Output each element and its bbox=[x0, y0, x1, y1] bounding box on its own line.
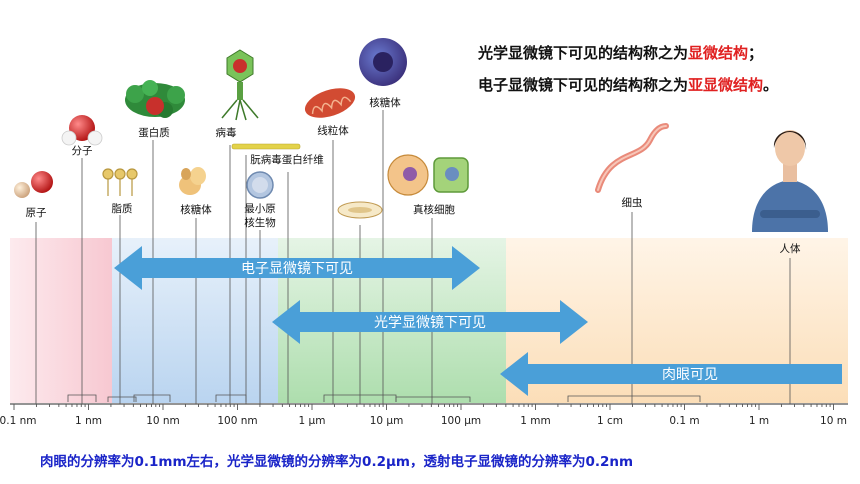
atom-icon bbox=[14, 171, 53, 198]
electron-microscope-arrow: 电子显微镜下可见 bbox=[114, 246, 480, 290]
caption-electron: 电子显微镜下可见的结构称之为亚显微结构。 bbox=[478, 74, 778, 95]
label-prion: 朊病毒蛋白纤维 bbox=[250, 153, 324, 166]
person-icon bbox=[752, 130, 828, 232]
axis-tick-label: 1 cm bbox=[597, 415, 623, 427]
axis-tick-label: 100 nm bbox=[217, 415, 257, 427]
axis-tick-labels: 0.1 nm 1 nm 10 nm 100 nm 1 μm 10 μm 100 μm 1 mm… bbox=[0, 415, 847, 427]
axis-tick-label: 10 nm bbox=[146, 415, 180, 427]
label-atom: 原子 bbox=[26, 207, 47, 219]
eye-arrow-label: 肉眼可见 bbox=[662, 367, 718, 383]
caption-electron-prefix: 电子显微镜下可见的结构称之为 bbox=[478, 76, 689, 94]
label-protein: 蛋白质 bbox=[138, 126, 170, 139]
label-worm: 细虫 bbox=[622, 196, 643, 209]
label-min-prokaryote-2: 核生物 bbox=[244, 216, 276, 229]
axis-tick-label: 0.1 nm bbox=[0, 415, 36, 427]
prion-fiber-icon bbox=[231, 143, 301, 150]
animal-cell-icon bbox=[387, 154, 429, 196]
axis-tick-label: 100 μm bbox=[441, 415, 481, 427]
band-pink bbox=[10, 238, 112, 403]
caption-optical-highlight: 显微结构 bbox=[688, 44, 749, 62]
caption-electron-suffix: 。 bbox=[763, 76, 779, 94]
plant-cell-icon bbox=[433, 157, 469, 193]
axis-tick-label: 0.1 m bbox=[669, 415, 699, 427]
molecule-icon bbox=[61, 115, 103, 146]
optical-arrow-shape bbox=[272, 300, 588, 344]
label-virus: 病毒 bbox=[216, 126, 237, 139]
bacterium-icon bbox=[337, 201, 383, 219]
protein-icon bbox=[125, 80, 185, 118]
axis-tick-label: 1 nm bbox=[75, 415, 102, 427]
caption-electron-highlight: 亚显微结构 bbox=[688, 76, 764, 94]
nucleus-icon bbox=[359, 38, 407, 86]
caption-optical: 光学显微镜下可见的结构称之为显微结构； bbox=[478, 42, 763, 63]
electron-arrow-shape bbox=[114, 246, 480, 290]
virus-icon bbox=[221, 49, 259, 121]
naked-eye-arrow: 肉眼可见 bbox=[500, 352, 842, 396]
prokaryote-icon bbox=[246, 171, 274, 199]
electron-arrow-label: 电子显微镜下可见 bbox=[241, 261, 353, 277]
ribosome-icon bbox=[179, 167, 206, 195]
worm-icon bbox=[595, 123, 669, 193]
optical-microscope-arrow: 光学显微镜下可见 bbox=[272, 300, 588, 344]
axis-tick-label: 1 mm bbox=[520, 415, 550, 427]
label-mitochondria: 线粒体 bbox=[317, 124, 349, 137]
label-min-prokaryote-1: 最小原 bbox=[244, 203, 276, 215]
axis-ticks bbox=[13, 404, 834, 410]
lipid-icon bbox=[102, 168, 138, 196]
label-human: 人体 bbox=[780, 243, 801, 255]
resolution-note: 肉眼的分辨率为0.1mm左右，光学显微镜的分辨率为0.2μm，透射电子显微镜的分… bbox=[40, 454, 634, 470]
caption-optical-suffix: ； bbox=[748, 44, 764, 62]
label-ribosome: 核糖体 bbox=[180, 203, 212, 216]
label-lipid: 脂质 bbox=[112, 202, 133, 215]
caption-optical-prefix: 光学显微镜下可见的结构称之为 bbox=[478, 44, 689, 62]
label-nucleus: 核糖体 bbox=[369, 96, 401, 109]
mitochondria-icon bbox=[304, 88, 356, 118]
label-molecule: 分子 bbox=[72, 145, 93, 157]
scale-axis: 0.1 nm 1 nm 10 nm 100 nm 1 μm 10 μm 100 μm 1 mm… bbox=[0, 403, 848, 427]
eye-arrow-shape bbox=[500, 352, 842, 396]
range-brackets bbox=[67, 394, 701, 402]
axis-tick-label: 1 μm bbox=[299, 415, 326, 427]
label-eukaryote: 真核细胞 bbox=[413, 203, 455, 216]
item-labels: 原子 分子 脂质 蛋白质 核糖体 病毒 朊病毒蛋白纤维 最小原 核生物 线粒体 … bbox=[26, 96, 801, 255]
optical-arrow-label: 光学显微镜下可见 bbox=[374, 315, 486, 331]
axis-tick-label: 10 m bbox=[820, 415, 847, 427]
axis-tick-label: 10 μm bbox=[370, 415, 404, 427]
axis-tick-label: 1 m bbox=[749, 415, 769, 427]
